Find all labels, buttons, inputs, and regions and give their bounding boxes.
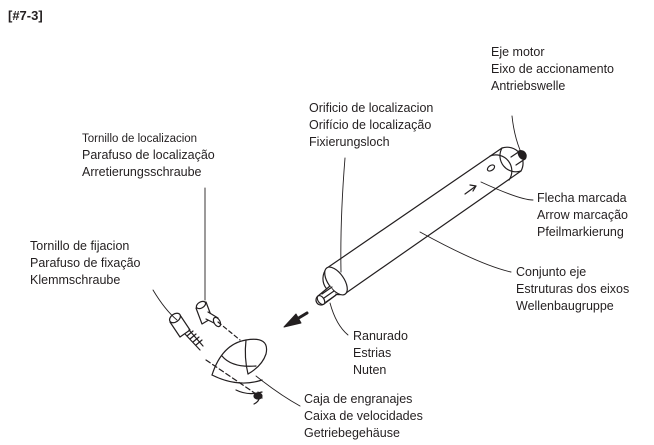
locating-screw-label-pt: Parafuso de localização	[82, 148, 215, 162]
arrow-mark	[464, 184, 477, 195]
gear-case-label-de: Getriebegehäuse	[304, 426, 400, 440]
gear-case-label-es: Caja de engranajes	[304, 392, 413, 406]
set-screw-label: Tornillo de fijacion Parafuso de fixação…	[30, 238, 141, 289]
set-screw	[168, 312, 204, 351]
splines-label-de: Nuten	[353, 363, 387, 377]
locating-screw	[195, 300, 241, 341]
arrow-mark-label-pt: Arrow marcação	[537, 208, 628, 222]
splined-end	[315, 285, 337, 306]
insert-direction-arrow	[283, 311, 309, 328]
locating-screw-label: Tornillo de localizacion Parafuso de loc…	[82, 131, 215, 181]
shaft-assembly-label: Conjunto eje Estruturas dos eixos Wellen…	[516, 264, 629, 315]
drive-shaft-label: Eje motor Eixo de accionamento Antriebsw…	[491, 44, 614, 95]
shaft-assembly-label-pt: Estruturas dos eixos	[516, 282, 630, 296]
drive-shaft-label-de: Antriebswelle	[491, 79, 566, 93]
splines-label: Ranurado Estrias Nuten	[353, 328, 408, 379]
shaft-assembly-label-de: Wellenbaugruppe	[516, 299, 614, 313]
gear-case-label-pt: Caixa de velocidades	[304, 409, 423, 423]
arrow-mark-label-de: Pfeilmarkierung	[537, 225, 624, 239]
set-screw-label-de: Klemmschraube	[30, 273, 121, 287]
set-screw-label-pt: Parafuso de fixação	[30, 256, 141, 270]
locating-hole-label: Orificio de localizacion Orifício de loc…	[309, 100, 433, 151]
locating-screw-label-es: Tornillo de localizacion	[82, 133, 198, 145]
arrow-mark-label-es: Flecha marcada	[537, 191, 627, 205]
locating-hole-label-de: Fixierungsloch	[309, 135, 390, 149]
leader-lines	[152, 115, 534, 407]
drive-shaft-label-pt: Eixo de accionamento	[491, 62, 614, 76]
locating-hole-label-es: Orificio de localizacion	[309, 101, 434, 115]
splines-label-es: Ranurado	[353, 329, 408, 343]
shaft-assembly-label-es: Conjunto eje	[516, 265, 587, 279]
set-screw-label-es: Tornillo de fijacion	[30, 239, 130, 253]
drive-shaft-tip	[510, 149, 527, 166]
arrow-mark-label: Flecha marcada Arrow marcação Pfeilmarki…	[537, 190, 628, 241]
locating-screw-label-de: Arretierungsschraube	[82, 165, 202, 179]
splines-label-pt: Estrias	[353, 346, 392, 360]
gear-case	[211, 338, 268, 405]
locating-hole	[486, 164, 496, 172]
figure-id: [#7-3]	[8, 8, 43, 23]
locating-hole-label-pt: Orifício de localização	[309, 118, 432, 132]
drive-shaft-label-es: Eje motor	[491, 45, 545, 59]
gear-case-label: Caja de engranajes Caixa de velocidades …	[304, 391, 423, 442]
shaft-assembly	[322, 146, 524, 296]
